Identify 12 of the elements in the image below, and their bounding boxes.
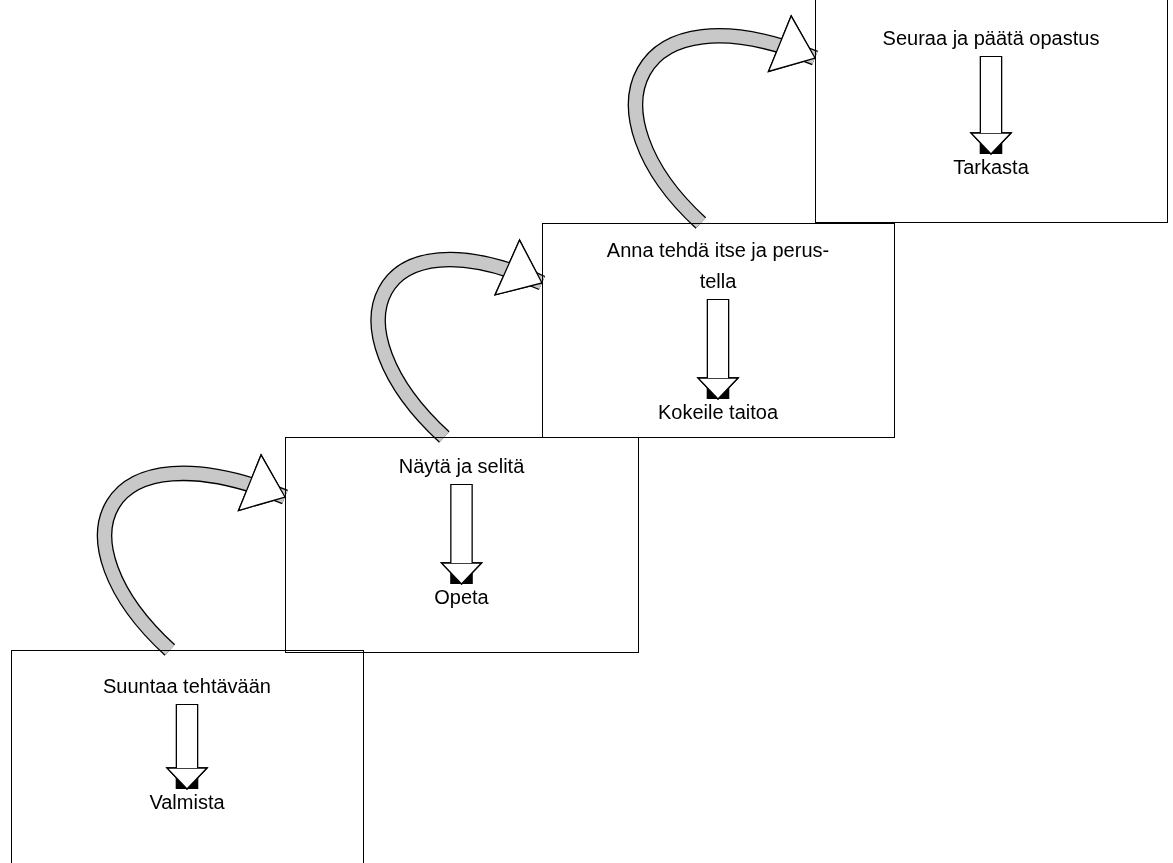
- step-text: Opeta: [434, 582, 489, 613]
- step-text: Suuntaa tehtävään: [103, 671, 271, 702]
- step-box: [815, 0, 1168, 223]
- step-text: Näytä ja selitä: [398, 451, 525, 482]
- step-box: [285, 437, 639, 653]
- step-text: Kokeile taitoa: [657, 397, 779, 428]
- step-text: Valmista: [149, 787, 225, 818]
- step-box: [11, 650, 364, 863]
- step-text: Tarkasta: [953, 152, 1029, 183]
- step-box: [542, 223, 895, 438]
- step-text: Seuraa ja päätä opastus: [882, 23, 1100, 54]
- step-text: Anna tehdä itse ja perus- tella: [588, 235, 848, 297]
